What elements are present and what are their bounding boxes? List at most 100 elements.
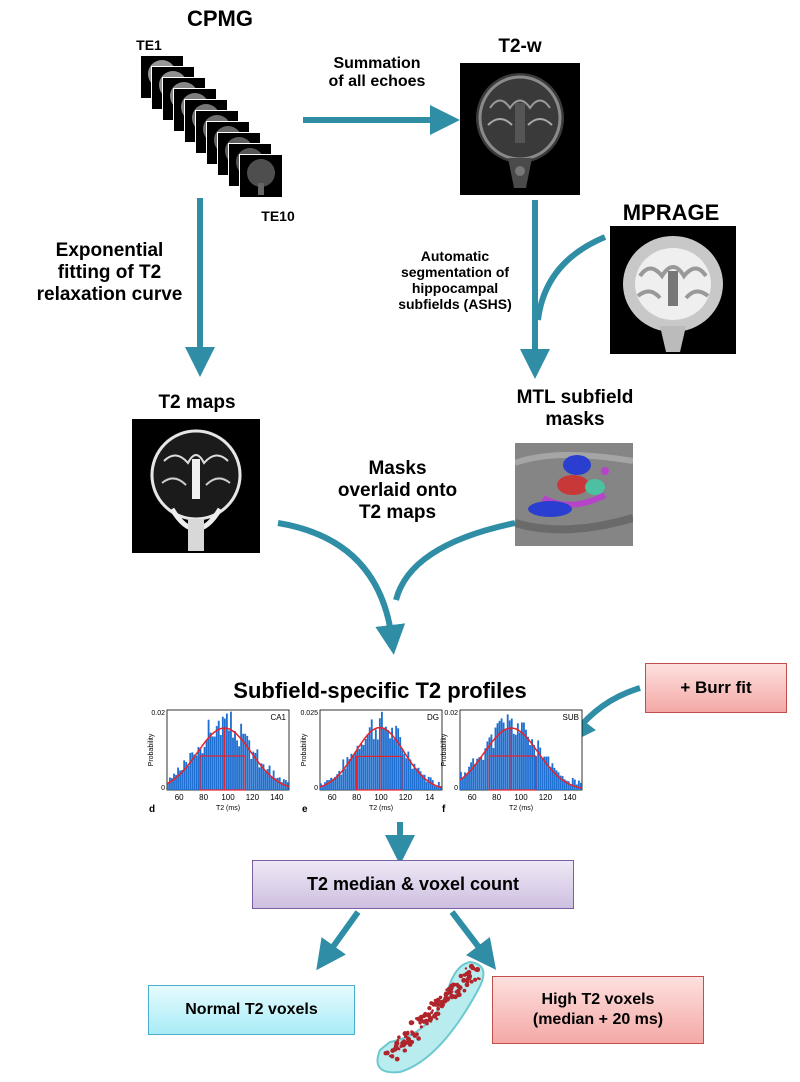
histogram-bar [374,729,377,790]
histogram-bar [215,726,218,790]
high-t2-voxel [434,1011,438,1016]
histogram-bar [217,720,220,790]
histogram-bar [569,785,572,790]
histogram-bar [561,776,564,790]
histogram-bar [211,736,214,790]
high-t2-voxel [425,1012,432,1018]
histogram-bar [531,739,533,790]
x-tick-label: 80 [352,793,361,802]
histogram-bar [486,741,489,790]
histogram-bar [336,774,339,790]
histogram-bar [407,751,410,790]
high-t2-voxel [465,979,470,984]
high-t2-voxel [464,967,468,970]
y-tick-label: 0 [161,785,165,792]
histogram-bar [278,777,281,790]
histogram-bar [494,727,497,790]
histogram-bar [175,774,177,790]
y-tick-label: 0 [314,785,318,792]
histogram-bar [393,739,396,790]
histogram-bar [324,782,326,790]
overlay-label: Masks overlaid onto T2 maps [337,458,458,523]
histogram-bar [577,780,580,790]
histogram-bar [234,731,236,790]
histogram-bar [193,754,196,790]
histogram-bar [405,758,408,790]
histogram-bar [171,778,173,790]
histogram-bar [260,763,263,790]
histogram-bar [466,774,468,790]
x-tick-label: 140 [270,793,284,802]
histogram-bar [221,716,224,790]
high-t2-voxel [456,988,461,993]
histogram-bar [387,730,389,790]
high-t2-voxel [464,982,470,988]
histogram-bar [372,739,375,790]
histogram-bar [470,762,472,790]
high-t2-voxel [419,1025,423,1029]
high-t2-voxel [473,977,478,982]
histogram-bar [213,736,216,790]
histogram-bar [573,779,576,790]
histogram-bar [179,770,182,790]
histogram-bar [490,734,493,790]
histogram-bar [421,774,424,790]
histogram-bar [512,733,515,790]
high-voxels-box: High T2 voxels (median + 20 ms) [492,976,704,1044]
arrow-t2maps-curve [277,520,406,655]
histogram-bar [219,735,222,790]
histogram-bar [254,753,257,790]
high-t2-voxel [466,973,473,979]
high-t2-voxel [463,973,467,977]
histogram-bar [338,770,341,790]
high-t2-voxel [390,1049,395,1053]
histogram-bar [185,761,188,790]
histogram-bar [571,777,574,790]
high-t2-voxel [448,985,454,991]
histogram-bar [385,726,387,790]
histogram-bar [482,759,485,790]
histogram-bar [391,727,393,790]
histogram-bar [181,769,184,790]
histogram-bar [352,755,355,790]
high-t2-voxel [394,1040,400,1046]
histogram-bar [326,780,328,790]
burr-fit-curve [459,727,583,789]
high-t2-voxel [410,1030,414,1034]
histogram-bar [417,767,420,790]
histogram-bar [344,768,347,790]
histogram-bar [258,767,261,790]
high-t2-voxel [431,1001,437,1007]
histogram-bar [395,725,398,790]
x-axis-label: T2 (ms) [509,805,533,812]
high-t2-voxel [469,979,474,984]
x-tick-label: 80 [492,793,501,802]
histogram-bar [354,751,357,790]
histogram-bar [533,745,536,790]
panel-letter: e [302,804,308,815]
histogram-bar [478,757,481,790]
histogram-bar [177,767,179,790]
histogram-bar [506,714,509,790]
histogram-bar [264,771,267,790]
high-t2-voxel [456,992,462,998]
histogram-bar [330,777,332,790]
histogram-bar [539,747,542,790]
histogram-bar [557,772,560,790]
histogram-bar [183,760,186,790]
histogram-bar [268,765,271,790]
histogram-bar [334,776,337,790]
t2maps-image [132,419,260,553]
histogram-bar [399,737,402,790]
high-t2-voxel [396,1038,400,1042]
histogram-bar [207,719,210,790]
profiles-title: Subfield-specific T2 profiles [233,678,527,703]
histogram-bar [474,764,477,790]
high-t2-voxel [468,963,475,969]
high-t2-voxel [407,1036,410,1039]
histogram-bar [368,727,371,790]
high-t2-voxel [383,1051,388,1056]
cpmg-label: CPMG [187,6,253,31]
